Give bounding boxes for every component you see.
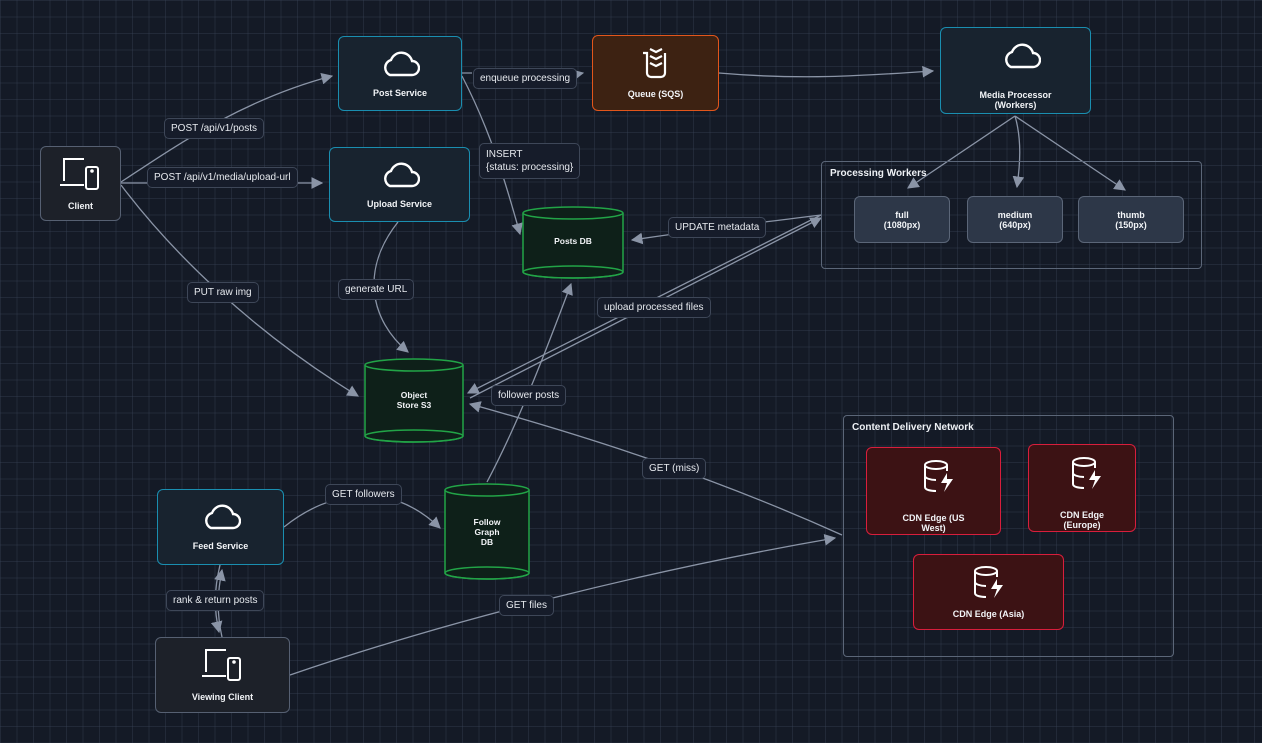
worker-medium[interactable]: medium (640px) [967,196,1063,243]
feed-service-node[interactable]: Feed Service [157,489,284,565]
follow-graph-db-label: Follow Graph DB [473,517,501,547]
object-store-label-wrap: Object Store S3 [365,390,463,410]
worker-thumb-label: thumb (150px) [1115,209,1147,230]
worker-medium-label: medium (640px) [997,209,1033,230]
edge-queue-media-processor[interactable] [718,65,935,78]
worker-full[interactable]: full (1080px) [854,196,950,243]
cdn-asia-label: CDN Edge (Asia) [952,609,1025,619]
cdn-europe-label: CDN Edge (Europe) [1059,510,1104,530]
cdn-group[interactable]: Content Delivery Network [843,415,1174,657]
posts-db-label-wrap: Posts DB [523,236,623,246]
edge-label-put-raw-img: PUT raw img [187,282,259,303]
feed-service-label: Feed Service [192,541,249,551]
edge-viewing-client-cdn[interactable] [289,534,837,676]
queue-label: Queue (SQS) [627,89,684,99]
edge-label-generate-url: generate URL [338,279,415,300]
devices-icon [59,157,102,193]
edge-label-rank-return: rank & return posts [166,590,265,611]
processing-workers-group[interactable]: Processing Workers [821,161,1202,269]
cloud-icon [380,50,421,80]
edge-label-upload-processed: upload processed files [597,297,711,318]
object-store-label: Object Store S3 [396,390,432,410]
cdn-database-icon [971,565,1007,601]
media-processor-label: Media Processor (Workers) [979,89,1052,110]
media-processor-node[interactable]: Media Processor (Workers) [940,27,1091,114]
follow-graph-label-wrap: Follow Graph DB [445,517,529,547]
cdn-edge-asia[interactable]: CDN Edge (Asia) [913,554,1064,630]
edge-label-follower-posts: follower posts [491,385,567,406]
viewing-client-label: Viewing Client [191,692,254,702]
edge-label-get-files: GET files [499,595,554,616]
edge-label-get-miss: GET (miss) [642,458,707,479]
edge-follow-graph-posts-db[interactable] [486,282,573,483]
cdn-group-title: Content Delivery Network [852,422,974,433]
edge-label-enqueue: enqueue processing [473,68,578,89]
viewing-client-node[interactable]: Viewing Client [155,637,290,713]
edge-label-insert: INSERT {status: processing} [479,143,581,179]
edge-label-get-followers: GET followers [325,484,402,505]
cdn-edge-us-west[interactable]: CDN Edge (US West) [866,447,1001,535]
queue-node[interactable]: Queue (SQS) [592,35,719,111]
cdn-us-west-label: CDN Edge (US West) [902,513,965,533]
cdn-edge-europe[interactable]: CDN Edge (Europe) [1028,444,1136,532]
post-service-node[interactable]: Post Service [338,36,462,111]
cloud-icon [990,32,1041,82]
devices-icon [201,648,244,684]
worker-thumb[interactable]: thumb (150px) [1078,196,1184,243]
cdn-database-icon [910,449,956,505]
processing-workers-title: Processing Workers [830,168,927,179]
worker-full-label: full (1080px) [883,209,921,230]
cloud-icon [380,161,420,191]
client-label: Client [67,200,93,211]
upload-service-node[interactable]: Upload Service [329,147,470,222]
upload-service-label: Upload Service [366,198,433,209]
cdn-database-icon [1059,446,1105,502]
queue-icon [639,47,673,81]
posts-db-label: Posts DB [554,236,592,246]
cloud-icon [201,503,241,533]
edge-label-update-metadata: UPDATE metadata [668,217,767,238]
edge-label-post-posts: POST /api/v1/posts [164,118,264,139]
post-service-label: Post Service [372,87,428,98]
edge-label-upload-url: POST /api/v1/media/upload-url [147,167,298,188]
client-node[interactable]: Client [40,146,121,221]
